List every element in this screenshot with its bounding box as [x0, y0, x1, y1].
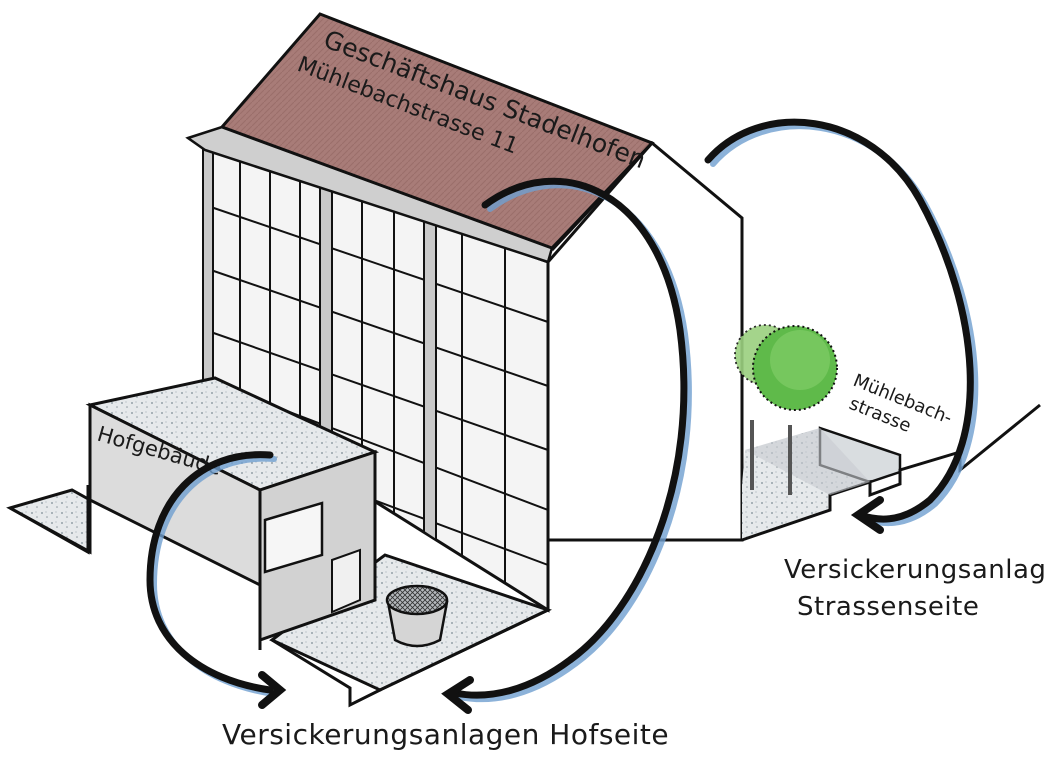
label-infiltration-courtyard: Versickerungsanlagen Hofseite [222, 718, 669, 751]
label-infiltration-street-line2: Strassenseite [797, 592, 979, 622]
courtyard-building-door [332, 550, 360, 612]
planter-pot-icon [387, 586, 447, 646]
label-infiltration-street-line1: Versickerungsanlage [784, 555, 1044, 585]
